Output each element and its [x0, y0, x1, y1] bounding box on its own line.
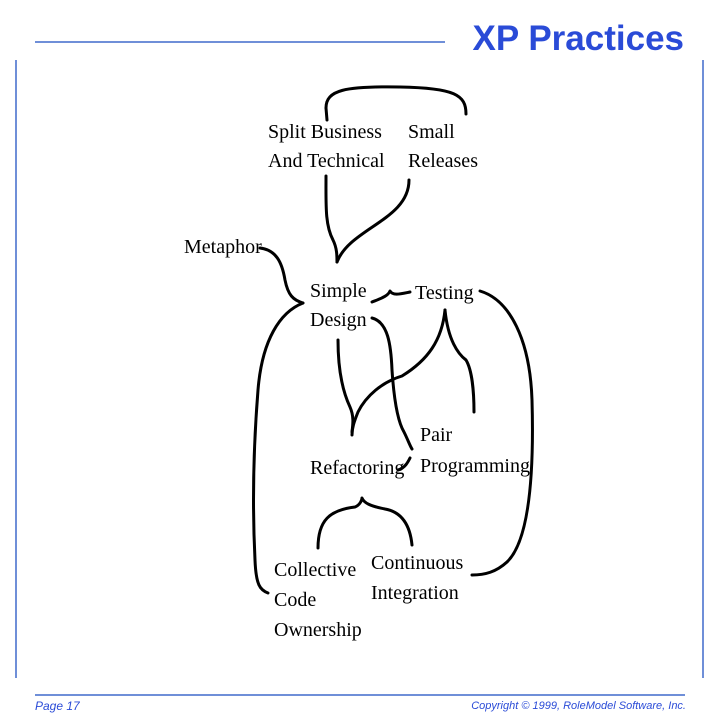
connector-small-releases-to-simple-design	[335, 178, 411, 264]
practice-continuous-integration-line-1: Continuous	[371, 552, 463, 574]
practice-collective-code-ownership-line-1: Collective	[274, 559, 356, 581]
practice-testing: Testing	[415, 282, 474, 304]
connector-simple-design-right-to-pair-programming	[370, 316, 414, 451]
slide-title: XP Practices	[472, 19, 684, 58]
connector-split-business-to-simple-design	[324, 174, 339, 264]
practice-split-business-line-1: Split Business	[268, 121, 382, 143]
practice-simple-design-line-2: Design	[310, 309, 367, 331]
right-rule	[702, 60, 704, 678]
practice-pair-programming-line-1: Pair	[420, 424, 453, 446]
practice-refactoring: Refactoring	[310, 457, 404, 479]
left-rule	[15, 60, 17, 678]
connector-refactoring-to-pair-programming	[396, 456, 412, 472]
practice-collective-code-ownership-line-3: Ownership	[274, 619, 362, 641]
connector-testing-to-refactoring	[350, 308, 447, 437]
bottom-rule	[35, 694, 685, 696]
practice-metaphor: Metaphor	[184, 236, 262, 258]
practice-collective-code-ownership: Collective Code Ownership	[274, 559, 362, 641]
practice-small-releases-line-2: Releases	[408, 150, 478, 172]
practice-testing-line-1: Testing	[415, 282, 474, 304]
connector-refactoring-brace	[316, 496, 414, 550]
connector-testing-to-continuous-integration	[470, 289, 534, 577]
connector-simple-design-to-testing-brace	[370, 289, 412, 304]
practice-pair-programming: Pair Programming	[420, 424, 530, 477]
practice-split-business-line-2: And Technical	[268, 150, 385, 172]
connector-metaphor-to-simple-design	[258, 246, 305, 305]
practice-continuous-integration: Continuous Integration	[371, 552, 468, 604]
top-rule	[35, 41, 445, 43]
practice-metaphor-line-1: Metaphor	[184, 236, 262, 258]
practice-pair-programming-line-2: Programming	[420, 455, 530, 477]
connector-testing-to-pair-programming	[443, 308, 476, 414]
connector-top-bracket	[324, 85, 468, 116]
connector-top-bracket-left-leg	[324, 106, 329, 122]
copyright-notice: Copyright © 1999, RoleModel Software, In…	[471, 700, 686, 712]
practice-collective-code-ownership-line-2: Code	[274, 589, 316, 611]
practice-continuous-integration-line-2: Integration	[371, 582, 459, 604]
practice-refactoring-line-1: Refactoring	[310, 457, 404, 479]
practice-simple-design: Simple Design	[310, 280, 372, 331]
practice-small-releases: Small Releases	[408, 121, 478, 172]
page-number: Page 17	[35, 699, 80, 713]
practice-small-releases-line-1: Small	[408, 121, 455, 143]
practice-split-business: Split Business And Technical	[268, 121, 387, 172]
connector-simple-design-to-refactoring	[336, 338, 355, 434]
connector-simple-design-left-to-collective-ownership	[252, 301, 305, 595]
practice-simple-design-line-1: Simple	[310, 280, 367, 302]
